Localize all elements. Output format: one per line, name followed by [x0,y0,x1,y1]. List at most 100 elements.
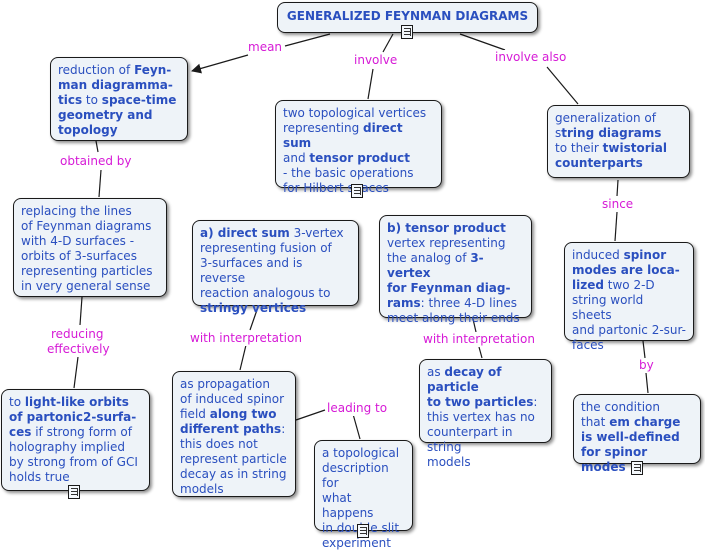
node-text: orbits of 3-surfaces [21,249,137,263]
node-text: string world sheets [572,293,644,322]
node-text: generalization of [555,111,656,125]
node-text: induced [572,248,624,262]
node-text: replacing the lines [21,204,132,218]
node-text: two 2-D [603,278,655,292]
node-text: a topological [322,446,400,460]
node-text: counterpart in string [427,425,513,454]
node-text: representing particles [21,264,153,278]
node-text: what happens [322,491,374,520]
node-text: as [427,365,445,379]
title-document-icon[interactable] [401,25,413,39]
node-text: if strong form of [31,425,132,439]
node-text: in very general sense [21,279,151,293]
node-text: ces [9,425,32,439]
node-text: man diagramma- [58,78,173,92]
node-text: and [283,151,310,165]
node-text: holds true [9,470,70,484]
node-text: counterparts [555,156,643,170]
link-interp-1a [249,306,259,331]
node-text: s [555,126,562,140]
link-involve-1 [382,33,394,53]
link-interp-1b [239,344,247,371]
node-text: em charge [609,415,681,429]
node-text: by strong from of GCI [9,455,138,469]
node-text: 3-surfaces and is reverse [200,256,303,285]
node-text: with 4-D surfaces - [21,234,135,248]
node-text: representing [283,121,364,135]
node-text: topology [58,123,118,137]
node-text: and partonic 2-sur- [572,323,687,337]
node-text: a) direct sum [200,226,290,240]
node-text: modes are loca- [572,263,680,277]
link-since-1 [616,179,619,197]
node-text: different paths [180,422,282,436]
node-text: of Feynman diagrams [21,219,152,233]
node-text: direct sum [283,121,403,150]
topological-document-icon[interactable] [357,524,369,538]
link-interp-2a [472,318,477,333]
link-reducing-2 [73,356,79,389]
link-leading-1 [295,409,326,421]
link-mean-1 [284,33,331,47]
node-text: is well-defined [581,430,680,444]
label-with-interpretation-1: with interpretation [190,331,302,346]
node-text: to [9,395,25,409]
link-reducing-1 [79,296,83,326]
node-text: rams [387,296,421,310]
link-involve-also-1 [459,33,506,51]
node-text: Feyn- [134,63,172,77]
node-text: : three 4-D lines [420,296,518,310]
node-text: : [281,422,286,436]
mean-node[interactable]: reduction of Feyn-man diagramma-tics to … [50,57,188,141]
node-text: reaction analogous to [200,286,331,300]
node-text: tensor product [309,151,411,165]
node-text: stringy vertices [200,301,307,315]
node-text: vertex representing [387,236,506,250]
em-charge-document-icon[interactable] [631,461,643,475]
node-text: 3-vertex [387,251,484,280]
node-text: twistorial [602,141,667,155]
involve-document-icon[interactable] [351,184,363,198]
link-involve-2 [367,68,374,100]
node-text: the condition [581,400,660,414]
node-text: this does not [180,437,258,451]
link-since-2 [614,211,618,242]
node-text: along two [209,407,277,421]
node-text: that [581,415,610,429]
label-with-interpretation-2: with interpretation [423,332,535,347]
link-by-1 [642,340,646,359]
node-text: models [427,455,471,469]
label-by: by [639,358,654,373]
node-text: faces [572,338,604,352]
light-like-document-icon[interactable] [68,485,80,499]
node-text: to their [555,141,603,155]
node-text: to two particles [427,395,534,409]
link-interp-2b [478,346,483,359]
link-leading-2 [352,413,361,440]
node-text: - the basic operations [283,166,414,180]
node-text: as propagation [180,377,270,391]
node-text: : [533,395,538,409]
node-text: decay of particle [427,365,502,394]
link-obtained-2 [98,169,102,198]
page-title: GENERALIZED FEYNMAN DIAGRAMS [286,9,529,23]
node-text: field [180,407,210,421]
node-text: models [180,482,224,496]
node-text: decay as in string [180,467,287,481]
node-text: experiment [322,536,391,550]
node-text: represent particle [180,452,287,466]
node-text: of partonic2-surfa- [9,410,137,424]
node-text: space-time [101,93,177,107]
